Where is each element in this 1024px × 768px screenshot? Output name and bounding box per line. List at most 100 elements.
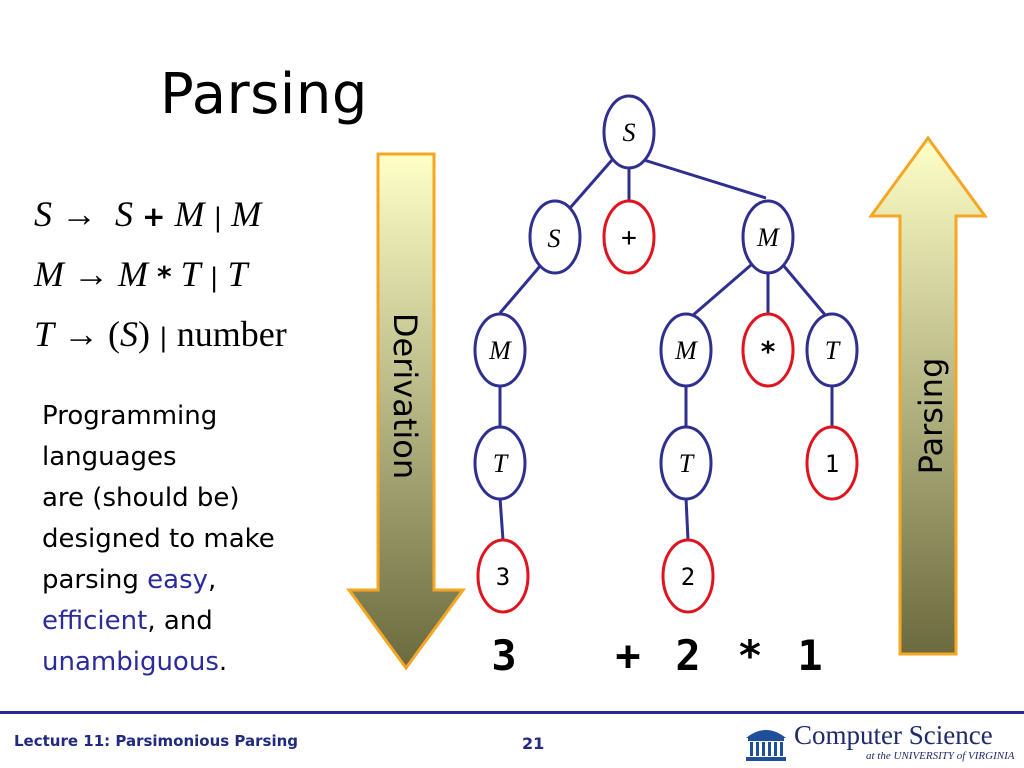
body-line: efficient, and xyxy=(42,601,342,642)
rule-number: number xyxy=(176,314,287,354)
tree-edge xyxy=(498,264,543,314)
node-ellipse xyxy=(473,312,527,388)
parse-tree-diagram: Derivation Parsing S S + xyxy=(346,94,988,680)
node-ellipse xyxy=(805,312,859,388)
tree-node-one: 1 xyxy=(805,425,859,501)
rule-alternation: | xyxy=(209,263,219,293)
logo-text: Computer Science xyxy=(794,720,993,750)
body-text-fragment: parsing xyxy=(42,565,148,595)
node-ellipse xyxy=(659,312,713,388)
node-label: M xyxy=(488,336,512,365)
tree-node-s: S xyxy=(528,199,582,275)
input-token: 3 xyxy=(491,631,516,680)
node-ellipse xyxy=(528,199,582,275)
body-text-fragment: , and xyxy=(147,606,213,636)
tree-node-m-mid: M xyxy=(659,312,713,388)
tree-node-two: 2 xyxy=(661,538,715,614)
rotunda-icon xyxy=(746,730,786,761)
tree-node-m-top: M xyxy=(741,199,795,275)
rule-paren-open: ( xyxy=(108,314,121,354)
grammar-rule-s: S → S + M | M xyxy=(34,186,287,246)
tree-edge xyxy=(643,158,767,200)
page-number: 21 xyxy=(522,734,545,753)
node-label: + xyxy=(621,223,637,253)
node-label: 2 xyxy=(681,563,695,591)
department-logo: Computer Science at the UNIVERSITY of VI… xyxy=(742,718,1018,764)
body-line: unambiguous. xyxy=(42,642,342,683)
node-ellipse xyxy=(476,538,530,614)
tree-edge xyxy=(691,263,752,318)
node-ellipse xyxy=(659,425,713,501)
node-label: S xyxy=(548,224,561,253)
rule-symbol: M xyxy=(174,194,205,234)
logo-subtext: at the UNIVERSITY of VIRGINIA xyxy=(866,750,1015,762)
footer-lecture-title: Lecture 11: Parsimonious Parsing xyxy=(14,732,299,750)
rule-plus: + xyxy=(142,200,166,233)
body-line: are (should be) xyxy=(42,483,240,513)
body-line: designed to make xyxy=(42,524,275,554)
highlight-efficient: efficient xyxy=(42,606,148,636)
body-text-fragment: . xyxy=(218,647,228,677)
tree-node-plus: + xyxy=(602,199,656,275)
input-string: 3 + 2 * 1 xyxy=(491,631,822,680)
rule-symbol: M xyxy=(118,254,148,294)
node-ellipse xyxy=(741,312,795,388)
rule-symbol: S xyxy=(120,314,139,354)
grammar-rules: S → S + M | M M → M * T | T T → (S) | nu… xyxy=(34,186,287,366)
derives-arrow: → xyxy=(73,254,109,294)
node-ellipse xyxy=(473,425,527,501)
input-token: * xyxy=(737,631,762,680)
derivation-arrow: Derivation xyxy=(346,152,466,671)
body-line: languages xyxy=(42,442,177,472)
parsing-label: Parsing xyxy=(912,358,950,475)
rule-lhs: M xyxy=(34,254,64,294)
highlight-unambiguous: unambiguous xyxy=(42,647,219,677)
rule-symbol: M xyxy=(231,194,262,234)
node-ellipse xyxy=(805,425,859,501)
tree-edge xyxy=(684,497,690,541)
derives-arrow: → xyxy=(61,194,97,234)
slide-title: Parsing xyxy=(160,62,368,127)
grammar-rule-m: M → M * T | T xyxy=(34,246,287,306)
tree-edge xyxy=(781,264,828,317)
node-ellipse xyxy=(602,94,656,170)
node-ellipse xyxy=(661,538,715,614)
node-label: 3 xyxy=(496,563,510,591)
tree-nodes: S S + M M M * T xyxy=(473,94,859,614)
input-token: 1 xyxy=(797,631,822,680)
parsing-arrow: Parsing xyxy=(868,135,988,656)
rule-lhs: T xyxy=(34,314,55,354)
tree-node-s-root: S xyxy=(602,94,656,170)
rule-alternation: | xyxy=(159,323,168,353)
derivation-label: Derivation xyxy=(386,313,424,479)
node-label: T xyxy=(493,449,509,478)
rule-lhs: S xyxy=(34,194,52,234)
body-text-fragment: , xyxy=(208,565,217,595)
node-label: S xyxy=(623,118,636,147)
input-token: 2 xyxy=(675,631,700,680)
parsing-arrow-shape xyxy=(868,135,988,656)
grammar-rule-t: T → (S) | number xyxy=(34,306,287,366)
rule-alternation: | xyxy=(213,203,223,233)
node-label: 1 xyxy=(825,450,839,478)
rule-symbol: T xyxy=(227,254,248,294)
node-ellipse xyxy=(741,199,795,275)
body-line: parsing easy, xyxy=(42,560,342,601)
input-token: + xyxy=(615,631,640,680)
tree-node-star: * xyxy=(741,312,795,388)
derives-arrow: → xyxy=(63,314,100,354)
rule-symbol: S xyxy=(115,194,133,234)
tree-node-t-right: T xyxy=(805,312,859,388)
tree-edge xyxy=(498,497,505,541)
tree-edges xyxy=(498,158,834,541)
tree-node-t-left: T xyxy=(473,425,527,501)
node-label: T xyxy=(679,449,695,478)
node-label: T xyxy=(825,336,841,365)
tree-edge xyxy=(568,159,614,209)
body-line: Programming xyxy=(42,401,218,431)
body-paragraph: Programming languages are (should be) de… xyxy=(42,396,342,683)
node-label: M xyxy=(756,223,780,252)
tree-node-three: 3 xyxy=(476,538,530,614)
rule-star: * xyxy=(157,260,172,293)
tree-node-t-mid: T xyxy=(659,425,713,501)
